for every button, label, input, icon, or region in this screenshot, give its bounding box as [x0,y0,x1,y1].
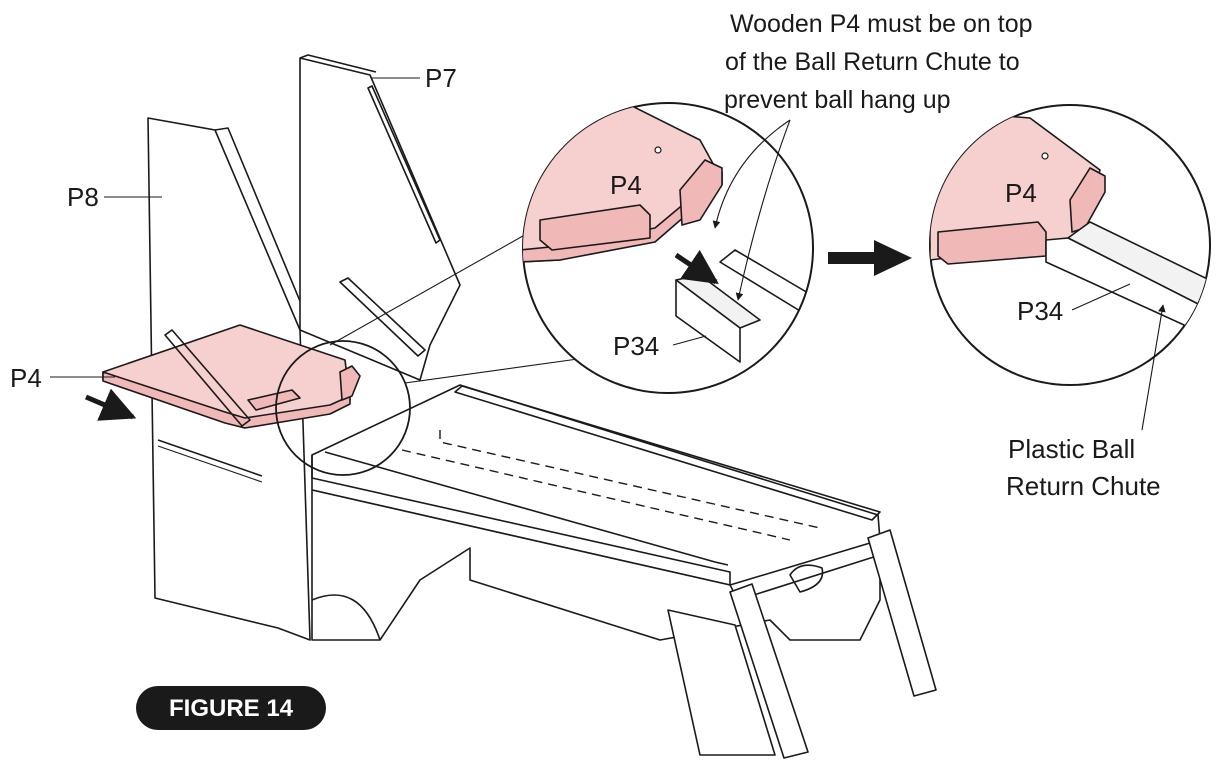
p34-result-leader [1071,283,1131,311]
note-leader-2 [735,119,791,301]
zoom-p4-block [539,204,651,251]
lane-top-rail [454,385,881,521]
lane-front-curve [311,594,381,641]
zoom-insert-arrow-icon [674,249,719,285]
ball-return-dashed-bottom [401,449,791,541]
result-hole [1041,152,1049,160]
note-leader-1 [712,119,791,229]
p7-panel-edge [299,54,377,73]
label-p7: P7 [425,63,457,93]
note-line-3: prevent ball hang up [724,86,951,114]
p8-slot-inner [157,445,263,483]
result-chute-pointer [1141,304,1166,431]
p7-panel [299,57,461,381]
p8-slot [157,439,263,477]
rear-leg [867,529,937,697]
ball-return-dashed-top [439,430,821,529]
zoom-hole [654,146,662,154]
p4-tray-main-edge [102,371,351,429]
zoom-p4-post [679,159,723,226]
p34-zoom-leader [672,335,707,346]
label-p4-main: P4 [10,363,42,393]
zoom-line-bottom [404,357,586,384]
p4-main-arm [164,329,251,427]
label-p34-result: P34 [1017,296,1063,326]
arrow-right-icon [828,240,912,276]
result-view [929,104,1211,431]
note-line-1: Wooden P4 must be on top [730,10,1033,38]
zoom-rail [719,249,813,315]
zoom-source-circle [275,340,411,476]
zoom-p34-front [675,279,741,363]
front-leg-right [729,583,809,759]
lane-left-rail [311,455,731,585]
label-p34-zoom: P34 [613,331,659,361]
label-p4-result: P4 [1005,178,1037,208]
label-chute-line2: Return Chute [1006,471,1161,501]
p7-strip [339,277,426,357]
figure-badge: FIGURE 14 [136,686,326,730]
p4-main-block [339,365,361,401]
p7-rail [367,85,441,244]
p8-panel-edge [214,127,313,331]
zoom-line-top [329,214,561,346]
lane-front-rail [324,451,729,566]
zoom-view [522,102,814,394]
front-leg-left [667,609,776,756]
note-line-2: of the Ball Return Chute to [725,48,1020,76]
label-p8: P8 [67,182,99,212]
figure-badge-text: FIGURE 14 [169,695,294,722]
insert-arrow-icon [85,388,137,421]
main-assembly [85,54,937,759]
lane-handle-slot [789,564,824,593]
result-p4-post [1069,167,1106,233]
label-chute-line1: Plastic Ball [1008,434,1135,464]
label-p4-zoom: P4 [610,170,642,200]
